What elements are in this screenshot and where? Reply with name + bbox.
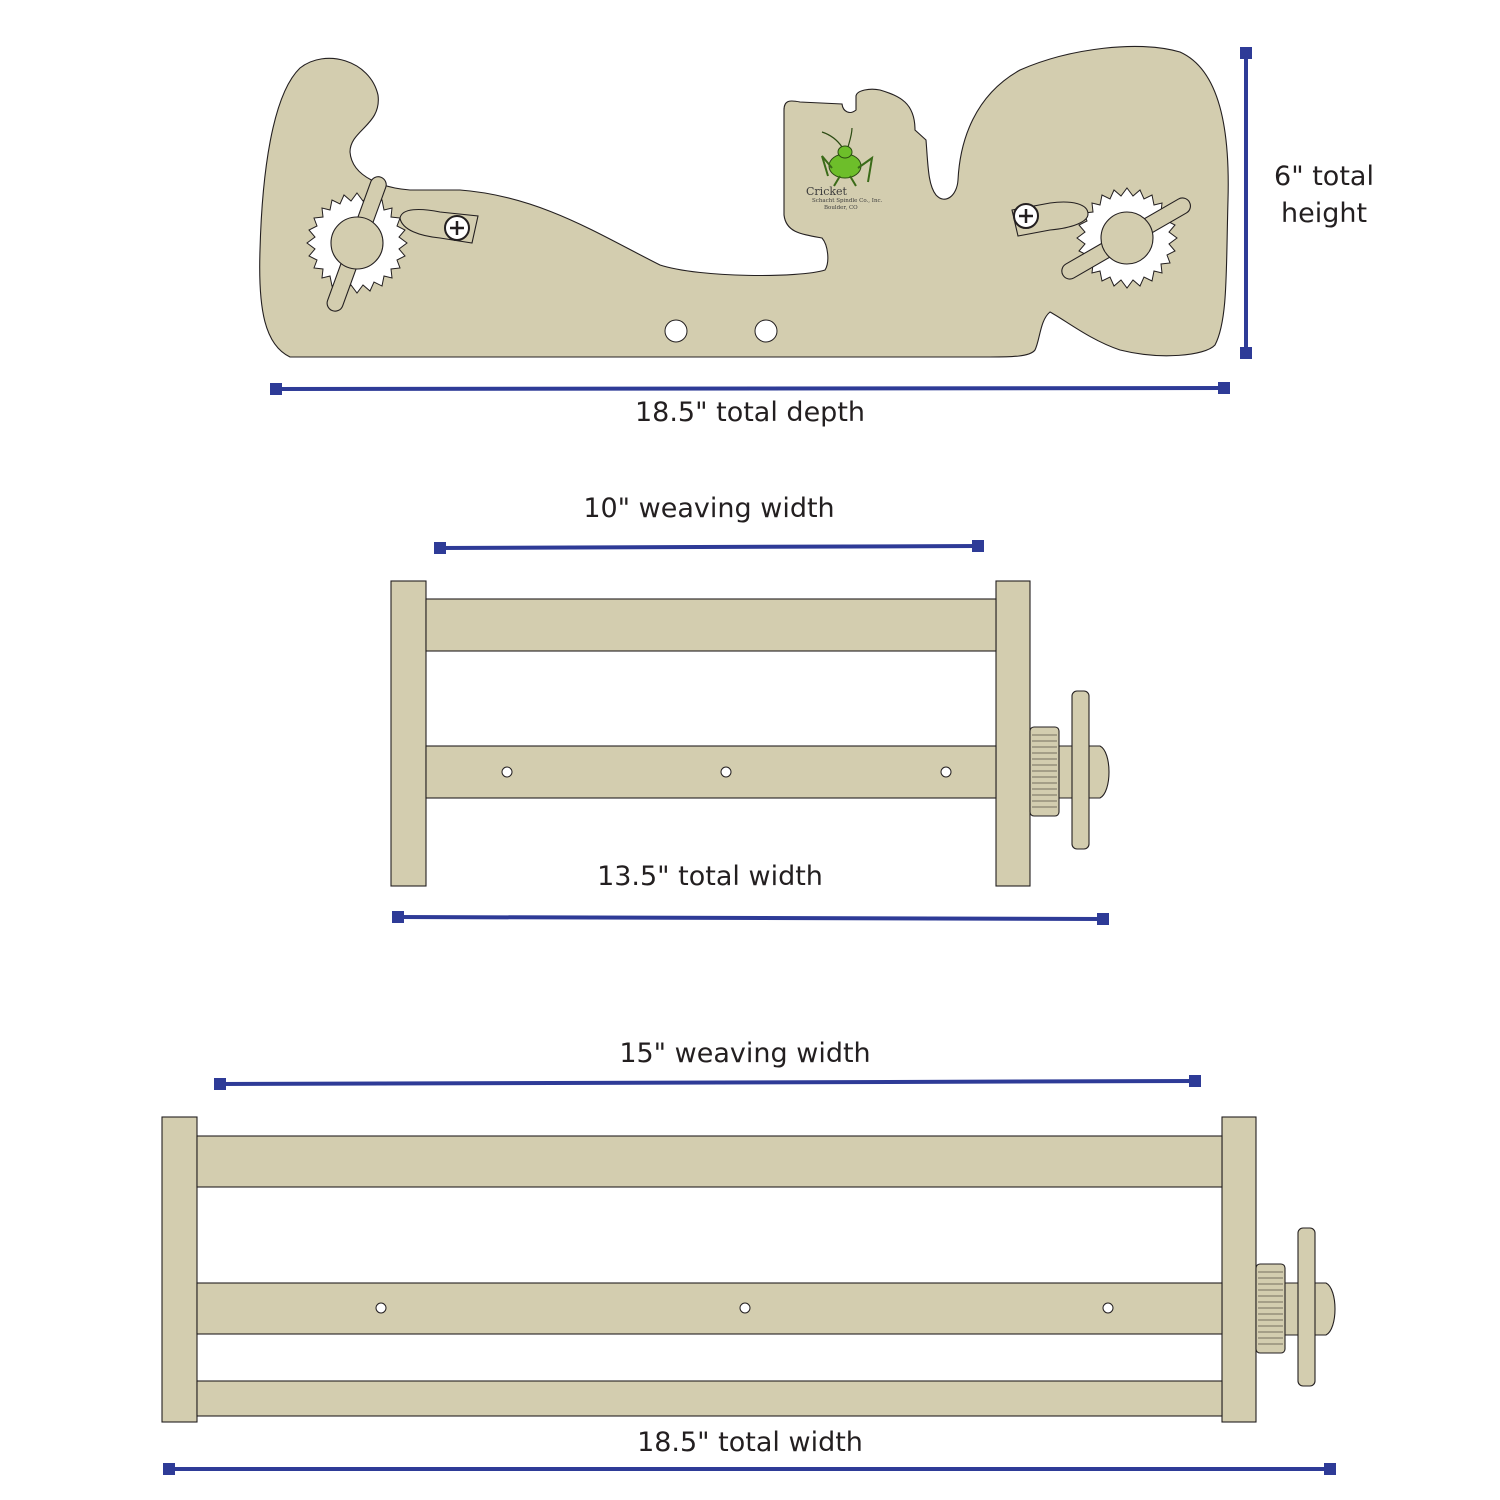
warp-beam — [196, 1282, 1223, 1335]
right-side-frame — [1221, 1116, 1257, 1423]
beam-hole — [940, 766, 952, 778]
beam-hole — [720, 766, 732, 778]
back-beam — [196, 1380, 1223, 1417]
left-screw-icon — [443, 214, 471, 242]
beam-hole — [501, 766, 513, 778]
beam-hole — [375, 1302, 387, 1314]
logo-place: Boulder, CO — [824, 205, 858, 211]
front-beam — [425, 598, 997, 652]
right-screw-icon — [1012, 202, 1040, 230]
dowel-hole — [664, 319, 688, 343]
height-label-line1: 6" total — [1274, 161, 1374, 192]
depth-label: 18.5" total depth — [635, 397, 865, 428]
weaving-width-15-label: 15" weaving width — [619, 1038, 870, 1069]
loom-10-top-view: 10" weaving width 13.5" total width — [390, 493, 1110, 925]
height-label-line2: height — [1281, 198, 1367, 229]
logo-maker: Schacht Spindle Co., Inc. — [812, 198, 883, 204]
left-gear-hub — [330, 216, 384, 270]
front-beam — [196, 1135, 1223, 1188]
tension-knob — [1255, 1227, 1336, 1387]
weaving-width-15-dimension-line — [214, 1075, 1201, 1090]
left-side-frame — [161, 1116, 198, 1423]
height-dimension-line — [1240, 47, 1252, 359]
tension-knob — [1029, 690, 1110, 850]
cricket-logo: Cricket Schacht Spindle Co., Inc. Boulde… — [806, 127, 883, 211]
side-frame — [259, 45, 1229, 358]
right-gear-hub — [1100, 211, 1154, 265]
loom-side-view: Cricket Schacht Spindle Co., Inc. Boulde… — [259, 45, 1374, 428]
left-side-frame — [390, 580, 427, 887]
total-width-18-5-dimension-line — [163, 1463, 1336, 1475]
beam-hole — [1102, 1302, 1114, 1314]
warp-beam — [425, 745, 997, 799]
weaving-width-10-label: 10" weaving width — [583, 493, 834, 524]
total-width-13-5-dimension-line — [392, 911, 1109, 925]
beam-hole — [739, 1302, 751, 1314]
total-width-18-5-label: 18.5" total width — [637, 1427, 863, 1458]
depth-dimension-line — [270, 382, 1230, 395]
loom-15-top-view: 15" weaving width 18.5" total width — [161, 1038, 1336, 1475]
dowel-hole — [754, 319, 778, 343]
right-side-frame — [995, 580, 1031, 887]
total-width-13-5-label: 13.5" total width — [597, 861, 823, 892]
grasshopper-icon — [821, 127, 874, 187]
weaving-width-10-dimension-line — [434, 540, 984, 554]
logo-name: Cricket — [806, 185, 848, 198]
